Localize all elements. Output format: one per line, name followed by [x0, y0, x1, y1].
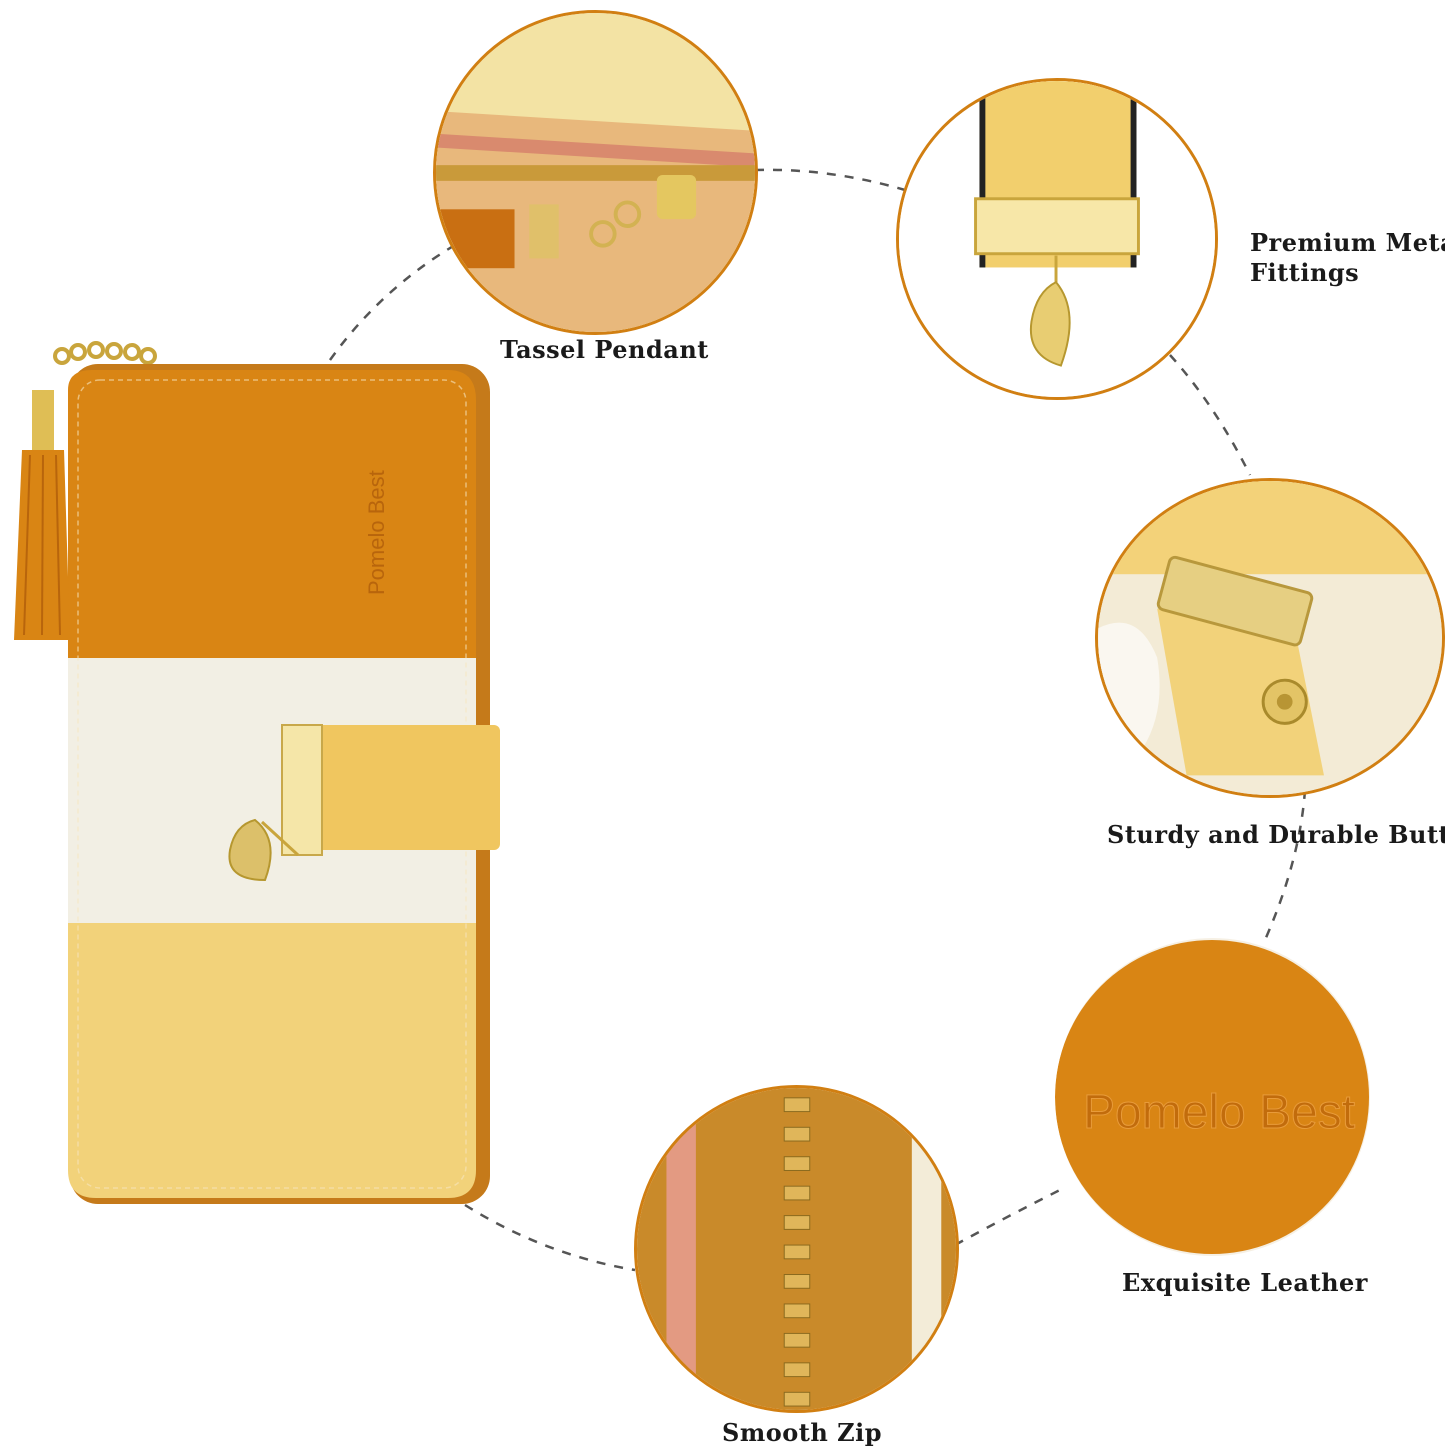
wallet-main-photo: Pomelo Best — [0, 330, 500, 1220]
smooth-zip-caption: Smooth Zip — [722, 1418, 883, 1447]
premium-metal-caption-line-1: Premium Metal — [1250, 228, 1445, 257]
durable-button-caption: Sturdy and Durable Button — [1107, 820, 1445, 849]
smooth-zip-detail — [634, 1085, 959, 1413]
zipper-chain — [53, 341, 157, 365]
premium-metal-caption-line-2: Fittings — [1250, 258, 1360, 287]
tassel-pendant-detail — [433, 10, 758, 335]
tassel-pendant-graphic — [14, 390, 70, 640]
exquisite-leather-detail: Pomelo Best — [1055, 938, 1370, 1256]
leather-brand-emboss: Pomelo Best — [1083, 1086, 1355, 1139]
premium-metal-caption: Premium Metal Fittings — [1250, 228, 1445, 288]
exquisite-leather-caption: Exquisite Leather — [1122, 1268, 1368, 1297]
durable-button-detail — [1095, 478, 1445, 798]
tassel-pendant-caption: Tassel Pendant — [500, 335, 709, 364]
wallet-brand-emboss: Pomelo Best — [364, 470, 389, 595]
premium-metal-detail — [896, 78, 1218, 400]
